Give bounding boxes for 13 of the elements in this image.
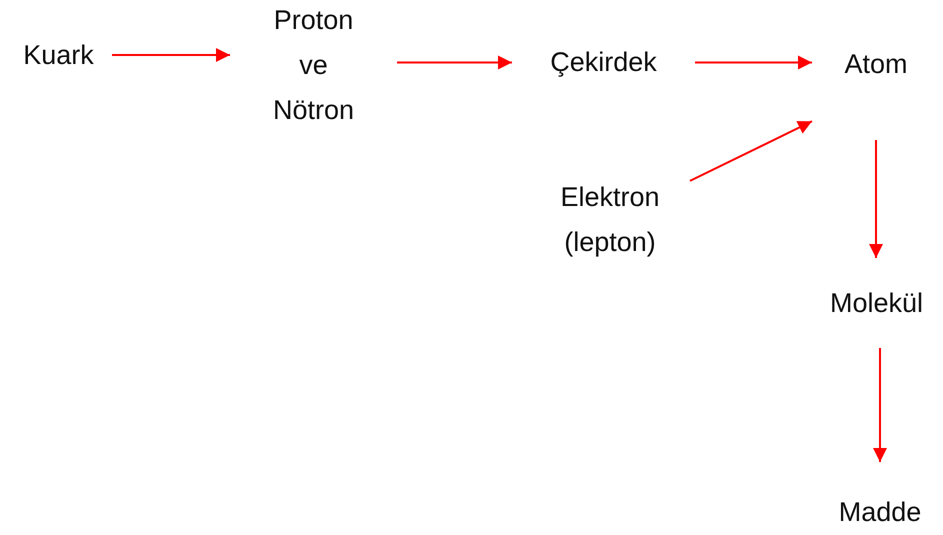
arrow xyxy=(397,56,512,70)
node-label: Proton ve Nötron xyxy=(272,4,356,126)
arrow xyxy=(690,120,812,182)
arrow xyxy=(869,140,883,258)
node-label: Molekül xyxy=(828,286,924,320)
node-label: Madde xyxy=(838,496,922,529)
arrow xyxy=(112,48,230,62)
node-label: Atom xyxy=(843,48,909,81)
arrow xyxy=(873,348,887,462)
node-label: Kuark xyxy=(22,38,95,72)
node-label: Elektron (lepton) xyxy=(559,181,661,259)
arrow xyxy=(695,56,812,70)
node-label: Çekirdek xyxy=(549,46,658,79)
